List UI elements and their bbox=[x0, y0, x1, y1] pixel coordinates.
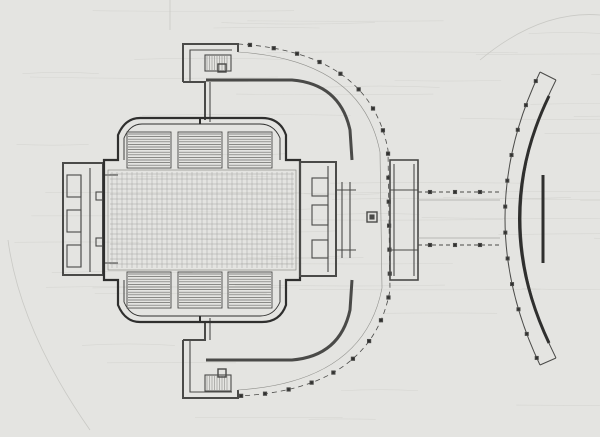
paper-fiber bbox=[22, 71, 99, 75]
bridge-post bbox=[477, 189, 483, 195]
column bbox=[534, 355, 539, 360]
north-stair-treads bbox=[206, 55, 228, 71]
paper-fiber bbox=[81, 343, 175, 346]
column bbox=[380, 128, 386, 133]
bridge-post bbox=[427, 189, 433, 195]
seating-block bbox=[177, 271, 223, 309]
paper-fiber bbox=[593, 237, 600, 239]
column bbox=[338, 71, 343, 76]
column bbox=[533, 79, 538, 84]
paper-fiber bbox=[394, 80, 502, 82]
paper-fiber bbox=[236, 93, 434, 96]
paper-fiber bbox=[213, 27, 320, 29]
seating-block bbox=[126, 131, 172, 169]
south-stair-tower bbox=[182, 318, 239, 399]
paper-fiber bbox=[30, 76, 278, 79]
bridge-post bbox=[452, 242, 458, 248]
paper-fiber bbox=[528, 32, 600, 35]
column bbox=[262, 391, 268, 396]
bridge-posts bbox=[427, 189, 483, 248]
column bbox=[509, 153, 514, 158]
column bbox=[247, 42, 253, 48]
paper-fiber bbox=[521, 288, 600, 290]
column bbox=[503, 204, 508, 209]
column bbox=[378, 318, 384, 323]
paper-fiber bbox=[142, 113, 351, 116]
column bbox=[505, 178, 510, 183]
paper-fiber bbox=[530, 103, 600, 105]
paper-grain bbox=[14, 10, 600, 420]
column bbox=[505, 256, 510, 261]
paper-fiber bbox=[198, 238, 289, 241]
paper-fiber bbox=[299, 288, 541, 291]
column bbox=[516, 307, 521, 312]
paper-fiber bbox=[221, 22, 375, 25]
column bbox=[350, 356, 356, 361]
column bbox=[294, 51, 300, 56]
outer-arc-colonnade bbox=[503, 71, 557, 366]
paper-fiber bbox=[421, 217, 600, 220]
paper-fiber bbox=[246, 257, 364, 259]
paper-fiber bbox=[51, 271, 193, 273]
seating-block bbox=[177, 131, 223, 169]
paper-fiber bbox=[264, 255, 343, 258]
column bbox=[356, 87, 361, 92]
bridge-post bbox=[477, 242, 483, 248]
column bbox=[370, 106, 376, 111]
column bbox=[523, 103, 528, 108]
paper-fiber bbox=[591, 73, 600, 75]
site-contour-lines bbox=[7, 0, 600, 431]
column bbox=[524, 331, 529, 336]
paper-fiber bbox=[266, 51, 518, 54]
paper-fiber bbox=[92, 10, 295, 12]
east-service-wing bbox=[299, 161, 356, 277]
curved-foyer bbox=[206, 42, 392, 398]
paper-fiber bbox=[16, 144, 89, 146]
column bbox=[331, 370, 336, 375]
column bbox=[239, 393, 244, 398]
seating-block bbox=[227, 271, 273, 309]
column bbox=[386, 295, 391, 300]
column bbox=[309, 380, 314, 385]
paper-fiber bbox=[234, 284, 445, 287]
column bbox=[317, 59, 322, 65]
paper-fiber bbox=[252, 230, 338, 233]
arc-columns bbox=[503, 79, 539, 360]
seating-block bbox=[227, 131, 273, 169]
seating-block bbox=[126, 271, 172, 309]
paper-fiber bbox=[330, 182, 525, 184]
column bbox=[286, 387, 291, 392]
column bbox=[385, 151, 391, 156]
paper-fiber bbox=[475, 53, 600, 55]
stage-floor bbox=[107, 169, 297, 271]
paper-fiber bbox=[266, 219, 503, 221]
column bbox=[515, 127, 520, 132]
column bbox=[503, 230, 508, 235]
west-service-wing bbox=[62, 162, 118, 276]
column bbox=[271, 46, 276, 51]
paper-fiber bbox=[336, 213, 420, 215]
north-stair-tower bbox=[182, 43, 239, 122]
paper-fiber bbox=[316, 85, 440, 88]
seating-blocks bbox=[126, 131, 273, 309]
bridge-post bbox=[452, 189, 458, 195]
paper-fiber bbox=[498, 233, 600, 236]
column bbox=[367, 338, 372, 344]
entrance-bridge bbox=[366, 159, 500, 281]
paper-fiber bbox=[459, 117, 600, 120]
bridge-post bbox=[427, 242, 433, 248]
paper-fiber bbox=[133, 175, 272, 178]
paper-fiber bbox=[341, 389, 419, 392]
stage-floor-grid bbox=[110, 172, 294, 268]
column bbox=[510, 282, 515, 287]
